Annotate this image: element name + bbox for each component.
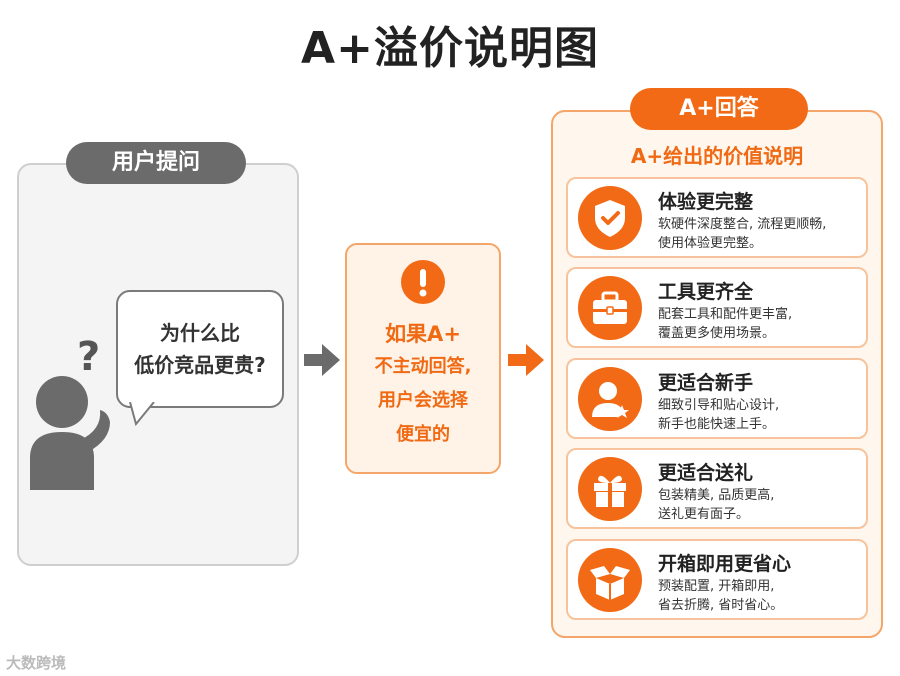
warning-line-4: 便宜的 [396, 424, 450, 445]
card-desc-line: 软硬件深度整合, 流程更顺畅, [658, 217, 827, 232]
arrow-right-gray-icon [304, 344, 340, 376]
question-line-1: 为什么比 [160, 321, 240, 345]
shield-check-icon [578, 186, 642, 250]
card-desc: 软硬件深度整合, 流程更顺畅, 使用体验更完整。 [658, 215, 826, 253]
value-card: 工具更齐全 配套工具和配件更丰富, 覆盖更多使用场景。 [566, 267, 868, 348]
bubble-tail [129, 402, 155, 426]
card-desc-line: 省去折腾, 省时省心。 [658, 598, 784, 613]
card-desc: 细致引导和贴心设计, 新手也能快速上手。 [658, 396, 779, 434]
card-desc-line: 预装配置, 开箱即用, [658, 579, 775, 594]
open-box-icon [578, 548, 642, 612]
user-question-label: 用户提问 [66, 142, 246, 184]
exclamation-icon [401, 260, 445, 304]
card-desc: 包装精美, 品质更高, 送礼更有面子。 [658, 486, 774, 524]
value-card: 体验更完整 软硬件深度整合, 流程更顺畅, 使用体验更完整。 [566, 177, 868, 258]
warning-text: 如果A+ 不主动回答, 用户会选择 便宜的 [345, 318, 501, 452]
card-desc-line: 送礼更有面子。 [658, 507, 750, 522]
card-desc: 预装配置, 开箱即用, 省去折腾, 省时省心。 [658, 577, 783, 615]
card-desc-line: 包装精美, 品质更高, [658, 488, 775, 503]
warning-line-3: 用户会选择 [378, 390, 468, 411]
value-card: 开箱即用更省心 预装配置, 开箱即用, 省去折腾, 省时省心。 [566, 539, 868, 620]
card-desc-line: 新手也能快速上手。 [658, 417, 776, 432]
thinking-person-icon: ? [30, 340, 110, 490]
arrow-right-orange-icon [508, 344, 544, 376]
page-title: A+溢价说明图 [301, 23, 599, 74]
value-card: 更适合新手 细致引导和贴心设计, 新手也能快速上手。 [566, 358, 868, 439]
toolbox-icon [578, 276, 642, 340]
card-title: 体验更完整 [658, 191, 754, 213]
card-desc-line: 覆盖更多使用场景。 [658, 326, 776, 341]
card-title: 开箱即用更省心 [658, 553, 792, 575]
warning-line-2: 不主动回答, [374, 356, 472, 377]
value-card: 更适合送礼 包装精美, 品质更高, 送礼更有面子。 [566, 448, 868, 529]
card-desc: 配套工具和配件更丰富, 覆盖更多使用场景。 [658, 305, 792, 343]
card-desc-line: 配套工具和配件更丰富, [658, 307, 793, 322]
answer-subtitle: A+给出的价值说明 [630, 144, 804, 168]
card-title: 更适合新手 [658, 372, 754, 394]
card-title: 工具更齐全 [658, 281, 754, 303]
watermark: 大数跨境 [6, 654, 67, 672]
answer-label: A+回答 [630, 88, 808, 130]
svg-text:?: ? [77, 340, 100, 380]
question-line-2: 低价竞品更贵? [134, 353, 266, 377]
card-title: 更适合送礼 [658, 462, 754, 484]
card-desc-line: 使用体验更完整。 [658, 236, 763, 251]
speech-bubble: 为什么比 低价竞品更贵? [116, 290, 284, 408]
card-desc-line: 细致引导和贴心设计, [658, 398, 780, 413]
user-star-icon [578, 367, 642, 431]
warning-line-1: 如果A+ [385, 322, 461, 346]
gift-icon [578, 457, 642, 521]
